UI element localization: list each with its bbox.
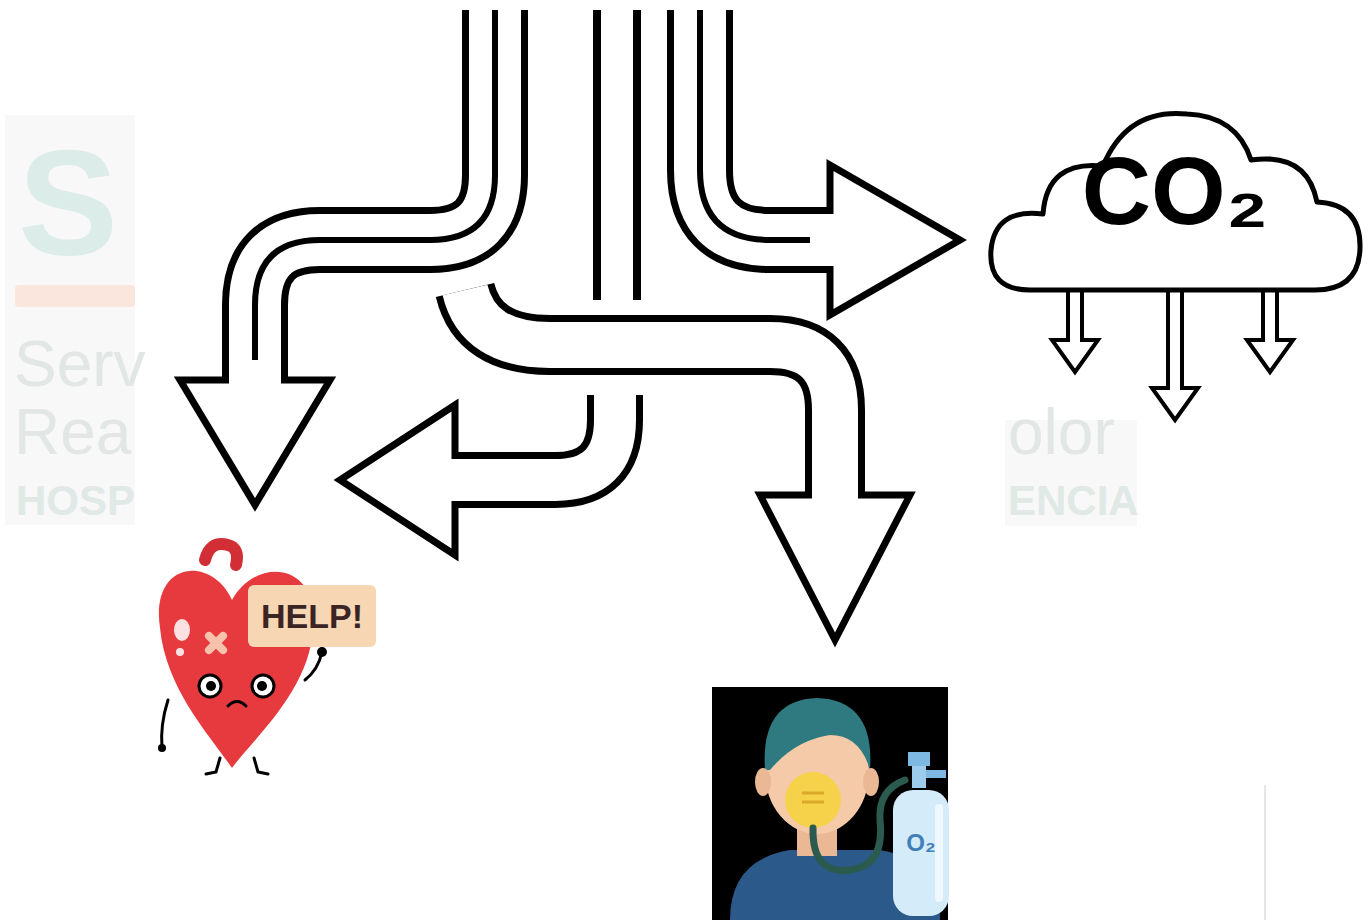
flow-arrow [465, 290, 910, 640]
cloud-label: CO₂ [1082, 143, 1269, 239]
watermark-panel [5, 115, 135, 525]
watermark-text: HOSP [16, 480, 135, 522]
tank-highlight [935, 804, 943, 902]
watermark-bar [15, 285, 135, 307]
flow-line [633, 10, 641, 300]
watermark-text: olor [1008, 400, 1115, 464]
watermark-logo: S [18, 128, 118, 278]
cloud-outline [991, 113, 1360, 290]
flow-arrow [700, 10, 960, 315]
watermark-text: Serv [14, 332, 146, 396]
heart-figure [158, 544, 327, 774]
flow-arrow [340, 395, 615, 555]
tank-body [893, 790, 949, 916]
patient-figure [712, 687, 948, 920]
sign-label: HELP! [261, 599, 363, 633]
cloud-node: CO₂ [985, 100, 1365, 295]
oxygen-tank: O₂ [893, 790, 949, 916]
help-sign: HELP! [248, 585, 376, 647]
watermark-text: ENCIA [1008, 480, 1139, 522]
edge-line [1264, 785, 1266, 920]
tank-label: O₂ [906, 831, 935, 855]
watermark-text: Rea [14, 400, 131, 464]
flow-line [593, 10, 601, 300]
